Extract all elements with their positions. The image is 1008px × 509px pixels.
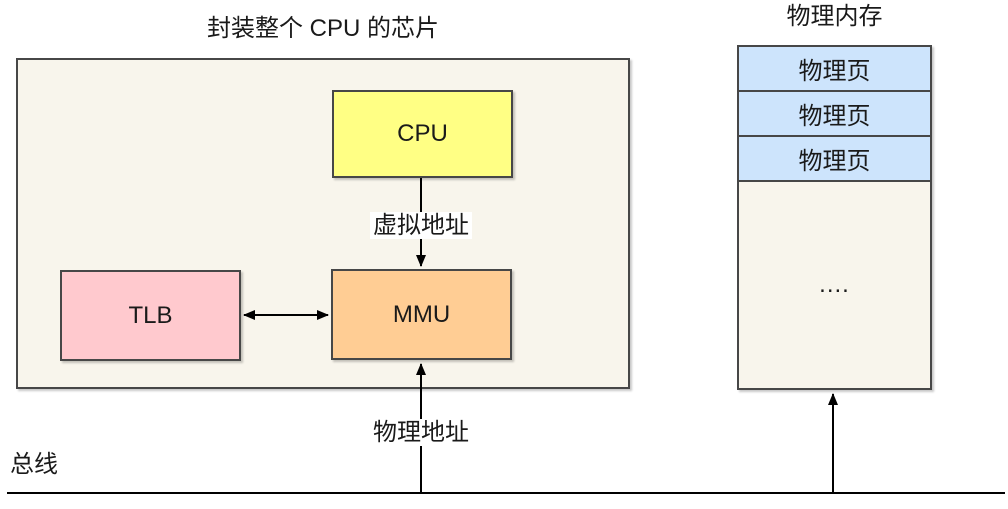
chip-title: 封装整个 CPU 的芯片 bbox=[206, 15, 439, 42]
physical-address-label: 物理地址 bbox=[370, 419, 472, 446]
tlb-box: TLB bbox=[60, 270, 241, 361]
memory-page-row: 物理页 bbox=[739, 47, 930, 92]
virtual-address-label: 虚拟地址 bbox=[370, 212, 472, 239]
memory-ellipsis: .... bbox=[819, 271, 850, 298]
memory-title: 物理内存 bbox=[786, 3, 883, 30]
memory-page-row: 物理页 bbox=[739, 137, 930, 182]
memory-box: 物理页 物理页 物理页 .... bbox=[737, 45, 932, 390]
memory-page-row: 物理页 bbox=[739, 92, 930, 137]
cpu-box: CPU bbox=[332, 90, 513, 178]
bus-label: 总线 bbox=[10, 451, 58, 478]
mmu-box: MMU bbox=[331, 269, 512, 360]
